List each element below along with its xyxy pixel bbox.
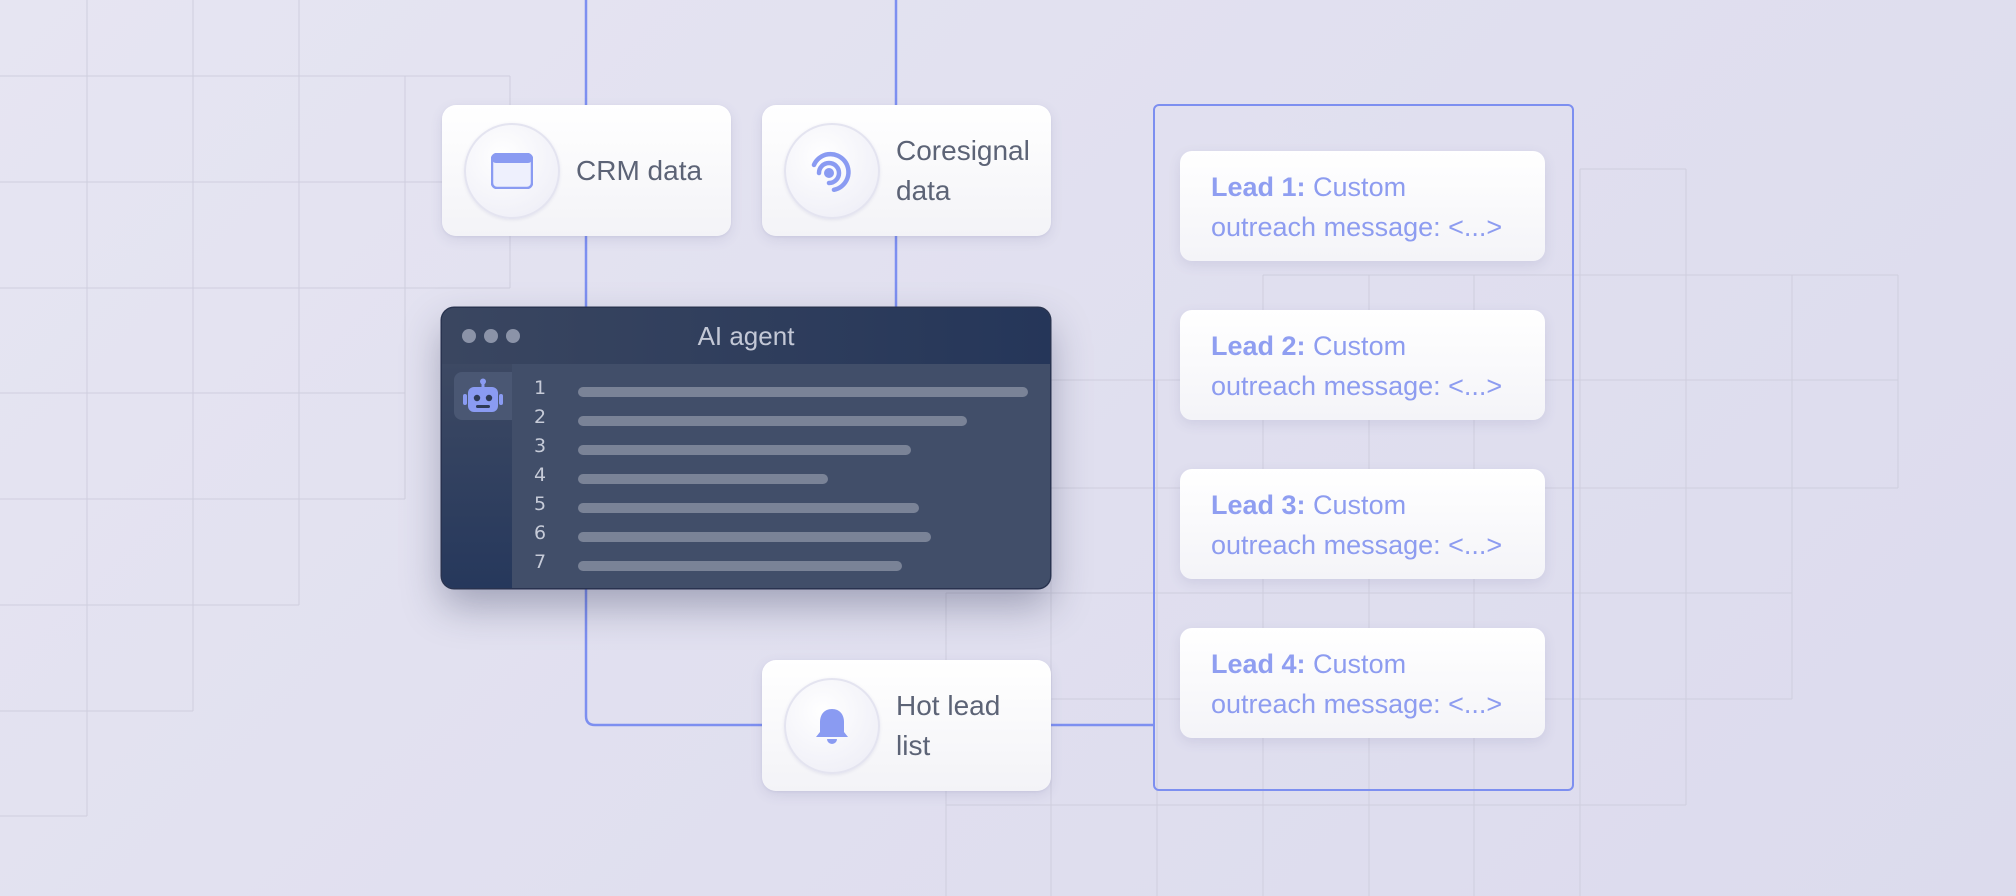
bell-icon (816, 708, 848, 744)
code-line-bar (578, 561, 902, 571)
code-line: 7 (512, 551, 1050, 580)
code-line-bar (578, 445, 911, 455)
agent-sidebar (442, 364, 512, 588)
lead-message: Custom outreach message: <...> (1211, 649, 1503, 719)
hot-lead-list-card: Hot lead list (762, 660, 1051, 791)
lead-card: Lead 4: Custom outreach message: <...> (1180, 628, 1545, 738)
line-number: 2 (534, 406, 547, 428)
agent-titlebar: AI agent (442, 308, 1050, 364)
code-line: 6 (512, 522, 1050, 551)
browser-window-icon (491, 152, 533, 189)
line-number: 5 (534, 493, 547, 515)
code-line: 4 (512, 464, 1050, 493)
lead-name: Lead 4: (1211, 649, 1306, 679)
agent-bot-chip (454, 372, 512, 420)
window-controls (462, 329, 520, 343)
code-line-bar (578, 503, 919, 513)
ai-agent-window: AI agent 1 2 3 (442, 308, 1050, 588)
code-line-bar (578, 532, 931, 542)
window-dot (506, 329, 520, 343)
code-line: 2 (512, 406, 1050, 435)
code-line-bar (578, 416, 967, 426)
lead-card: Lead 3: Custom outreach message: <...> (1180, 469, 1545, 579)
lead-card: Lead 2: Custom outreach message: <...> (1180, 310, 1545, 420)
agent-title: AI agent (697, 320, 795, 351)
lead-message: Custom outreach message: <...> (1211, 490, 1503, 560)
line-number: 1 (534, 377, 547, 399)
crm-data-label: CRM data (576, 154, 703, 186)
code-line: 1 (512, 377, 1050, 406)
coresignal-data-label: Coresignal data (896, 134, 1030, 206)
coresignal-data-card: Coresignal data (762, 105, 1051, 236)
code-line: 5 (512, 493, 1050, 522)
line-number: 3 (534, 435, 547, 457)
lead-name: Lead 2: (1211, 331, 1306, 361)
window-dot (484, 329, 498, 343)
line-number: 6 (534, 522, 547, 544)
code-line-bar (578, 474, 828, 484)
line-number: 7 (534, 551, 547, 573)
icon-badge (464, 122, 560, 219)
lead-message: Custom outreach message: <...> (1211, 172, 1503, 242)
window-dot (462, 329, 476, 343)
code-line-bar (578, 387, 1028, 397)
code-line: 3 (512, 435, 1050, 464)
robot-icon (463, 378, 503, 412)
icon-badge (784, 677, 880, 774)
leads-group-frame (1153, 104, 1574, 791)
crm-data-card: CRM data (442, 105, 731, 236)
lead-card: Lead 1: Custom outreach message: <...> (1180, 151, 1545, 261)
icon-badge (784, 122, 880, 219)
lead-name: Lead 3: (1211, 490, 1306, 520)
agent-code-area: 1 2 3 4 5 6 7 (512, 364, 1050, 588)
line-number: 4 (534, 464, 547, 486)
hot-lead-list-label: Hot lead list (896, 689, 1001, 761)
lead-message: Custom outreach message: <...> (1211, 331, 1503, 401)
lead-name: Lead 1: (1211, 172, 1306, 202)
target-signal-icon (811, 151, 851, 192)
